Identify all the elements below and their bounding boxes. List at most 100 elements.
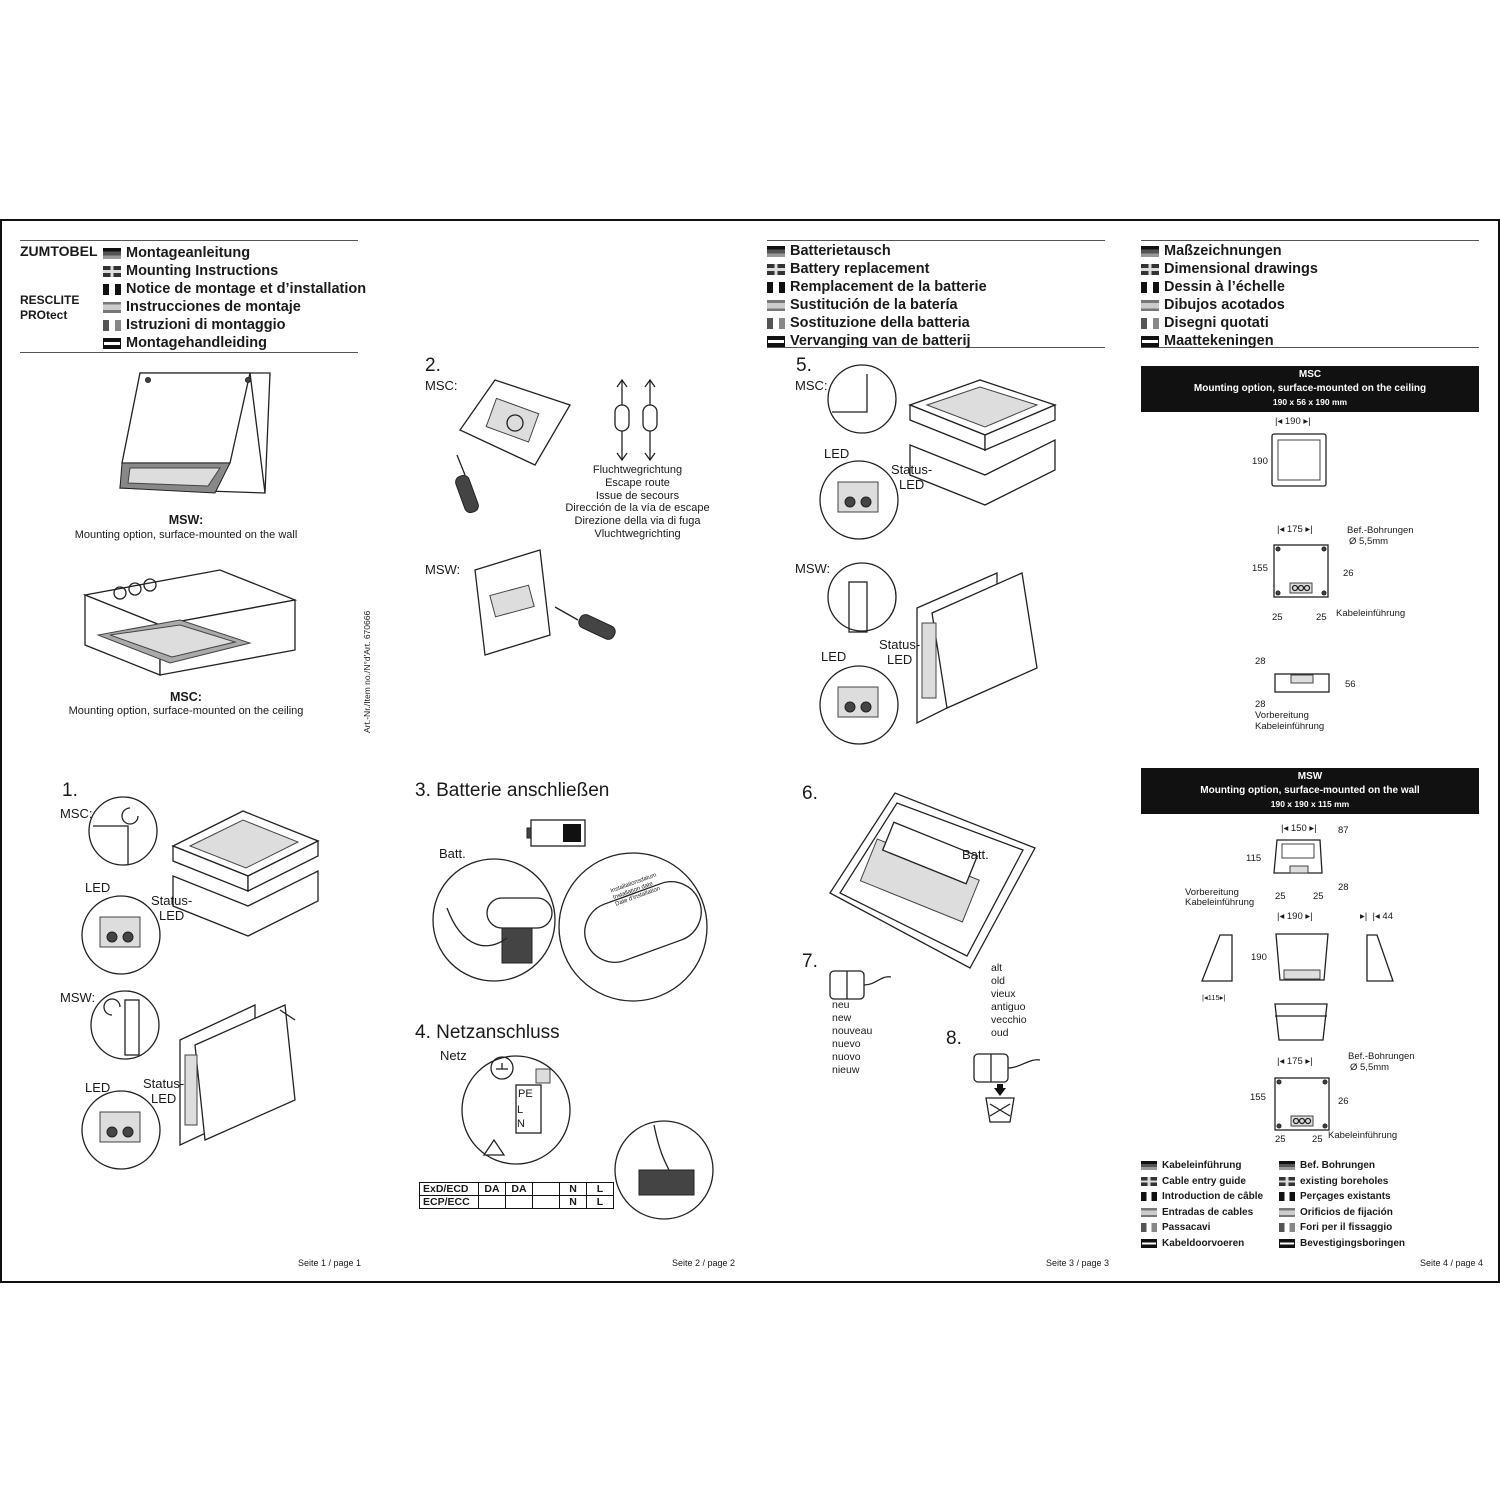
msw-right-profile-drawing [1366,934,1394,982]
product-name-2: PROtect [20,308,68,322]
dim-150-value: 150 [1290,823,1307,834]
msc-open-housing-illustration-2 [908,379,1057,506]
dim-175-msw-value: 175 [1286,1056,1303,1067]
old-label-4: vecchio [991,1014,1027,1026]
nl-flag-icon [1141,1238,1157,1248]
n-label: N [517,1118,525,1130]
legend-right-item-text: existing boreholes [1300,1175,1389,1187]
legend-right-item-text: Orificios de fijación [1300,1206,1393,1218]
page4-title-1: Dimensional drawings [1141,260,1318,278]
msw-box-size: 190 x 190 x 115 mm [1270,799,1350,809]
screw-detail-icon-4 [827,562,897,633]
step-5-msc-label: MSC: [795,378,828,393]
dim-175-msc-value: 175 [1286,524,1303,535]
page1-title-3: Instrucciones de montaje [103,298,366,316]
msw-base-drilling-drawing [1274,1077,1330,1131]
dim-190-msw-height: 190 [1251,952,1267,963]
step-1-led-label: LED [85,880,111,895]
dim-26-msc: 26 [1343,568,1354,579]
page3-title-text: Batterietausch [790,243,891,259]
kabeleinfuehrung-label-msw: Kabeleinführung [1328,1130,1398,1141]
msc-side-view-drawing [1274,673,1330,693]
msc-open-housing-illustration [171,810,320,937]
msw-side-view-drawing [1273,839,1323,874]
step-7-number: 7. [802,951,818,972]
fr-flag-icon [1279,1192,1295,1202]
dim-25-msw2-left: 25 [1275,1134,1286,1145]
nl-flag-icon [1279,1238,1295,1248]
legend-right-item-2: Perçages existants [1279,1189,1405,1205]
legend-left-item-2: Introduction de câble [1141,1189,1263,1205]
msc-box-size: 190 x 56 x 190 mm [1272,397,1348,407]
msw-box-title: MSW [1297,771,1323,782]
msc-top-view-drawing [1271,433,1327,487]
dim-175-msw: |◂ 175 ▸| [1277,1056,1313,1067]
connection-table-cell: DA [505,1182,533,1196]
legend-right-item-4: Fori per il fissaggio [1279,1220,1405,1236]
vorbereitung-label-msc: Vorbereitung [1255,710,1309,721]
escape-route-label-4: Direzione della via di fuga [574,515,701,528]
legend-left-item-text: Introduction de câble [1162,1191,1264,1202]
dim-25-msc-left: 25 [1272,612,1283,623]
brand-logo: ZUMTOBEL [20,243,98,259]
legend-right-item-text: Perçages existants [1300,1191,1391,1202]
page1-title-text: Mounting Instructions [126,263,279,279]
legend-right-item-3: Orificios de fijación [1279,1205,1405,1221]
connection-table-cell: ExD/ECD [419,1182,479,1196]
page4-rule-top [1141,240,1479,241]
dim-175-msc-arrow-l: |◂ [1277,524,1287,535]
step-5-status-led-label: LED [899,477,925,492]
page1-title-text: Notice de montage et d’installation [126,281,367,297]
page4-title-text: Dibujos acotados [1164,297,1285,313]
step-1b-status-led-label: LED [151,1091,177,1106]
page-3-footer: Seite 3 / page 3 [1046,1258,1110,1268]
header-rule-bottom [20,352,358,353]
dim-190-width-arrow-l: |◂ [1275,416,1285,427]
dim-190-height: 190 [1252,456,1268,467]
legend-left-item-text: Kabeldoorvoeren [1162,1237,1245,1249]
gb-flag-icon [1279,1176,1295,1186]
page4-title-3: Dibujos acotados [1141,296,1318,314]
page3-title-0: Batterietausch [767,242,987,260]
product-name-1: RESCLITE [20,293,80,307]
dim-28-bottom: 28 [1255,699,1266,710]
legend-left-item-text: Passacavi [1162,1222,1211,1233]
old-label-2: vieux [991,988,1016,1000]
new-label-2: nouveau [832,1025,873,1037]
dim-28-top: 28 [1255,656,1266,667]
page4-title-2: Dessin à l’échelle [1141,278,1318,296]
step-5b-status-label: Status- [879,637,921,652]
pe-label: PE [518,1088,533,1100]
legend-left-item-text: Cable entry guide [1162,1175,1246,1187]
step-3-title: 3. Batterie anschließen [415,780,610,801]
step-5-number: 5. [796,355,812,376]
msw-box-subtitle: Mounting option, surface-mounted on the … [1200,785,1420,796]
page3-title-3: Sustitución de la batería [767,296,987,314]
dim-150-arrow-l: |◂ [1281,823,1291,834]
page4-title-text: Dimensional drawings [1164,261,1318,277]
connection-table-cell: L [586,1195,614,1209]
page4-rule-bottom [1141,347,1479,348]
dim-44-arrow-l: ▸| |◂ [1360,911,1383,922]
page1-title-text: Montageanleitung [126,245,251,261]
dim-190-width-arrow-r: ▸| [1300,416,1311,427]
dim-25-msw-right: 25 [1313,891,1324,902]
step-1b-led-label: LED [85,1080,111,1095]
page3-title-text: Remplacement de la batterie [790,279,987,295]
de-flag-icon [1141,245,1159,257]
new-label-3: nuevo [832,1038,861,1050]
page1-title-5: Montagehandleiding [103,334,366,352]
step-1-msw-label: MSW: [60,990,96,1005]
nl-flag-icon [103,337,121,349]
dim-150: |◂ 150 ▸| [1281,823,1317,834]
gb-flag-icon [767,263,785,275]
connection-table-cell: N [559,1195,587,1209]
msw-left-profile-drawing [1201,934,1233,982]
step-1-number: 1. [62,780,78,801]
page3-title-5: Vervanging van de batterij [767,332,987,350]
